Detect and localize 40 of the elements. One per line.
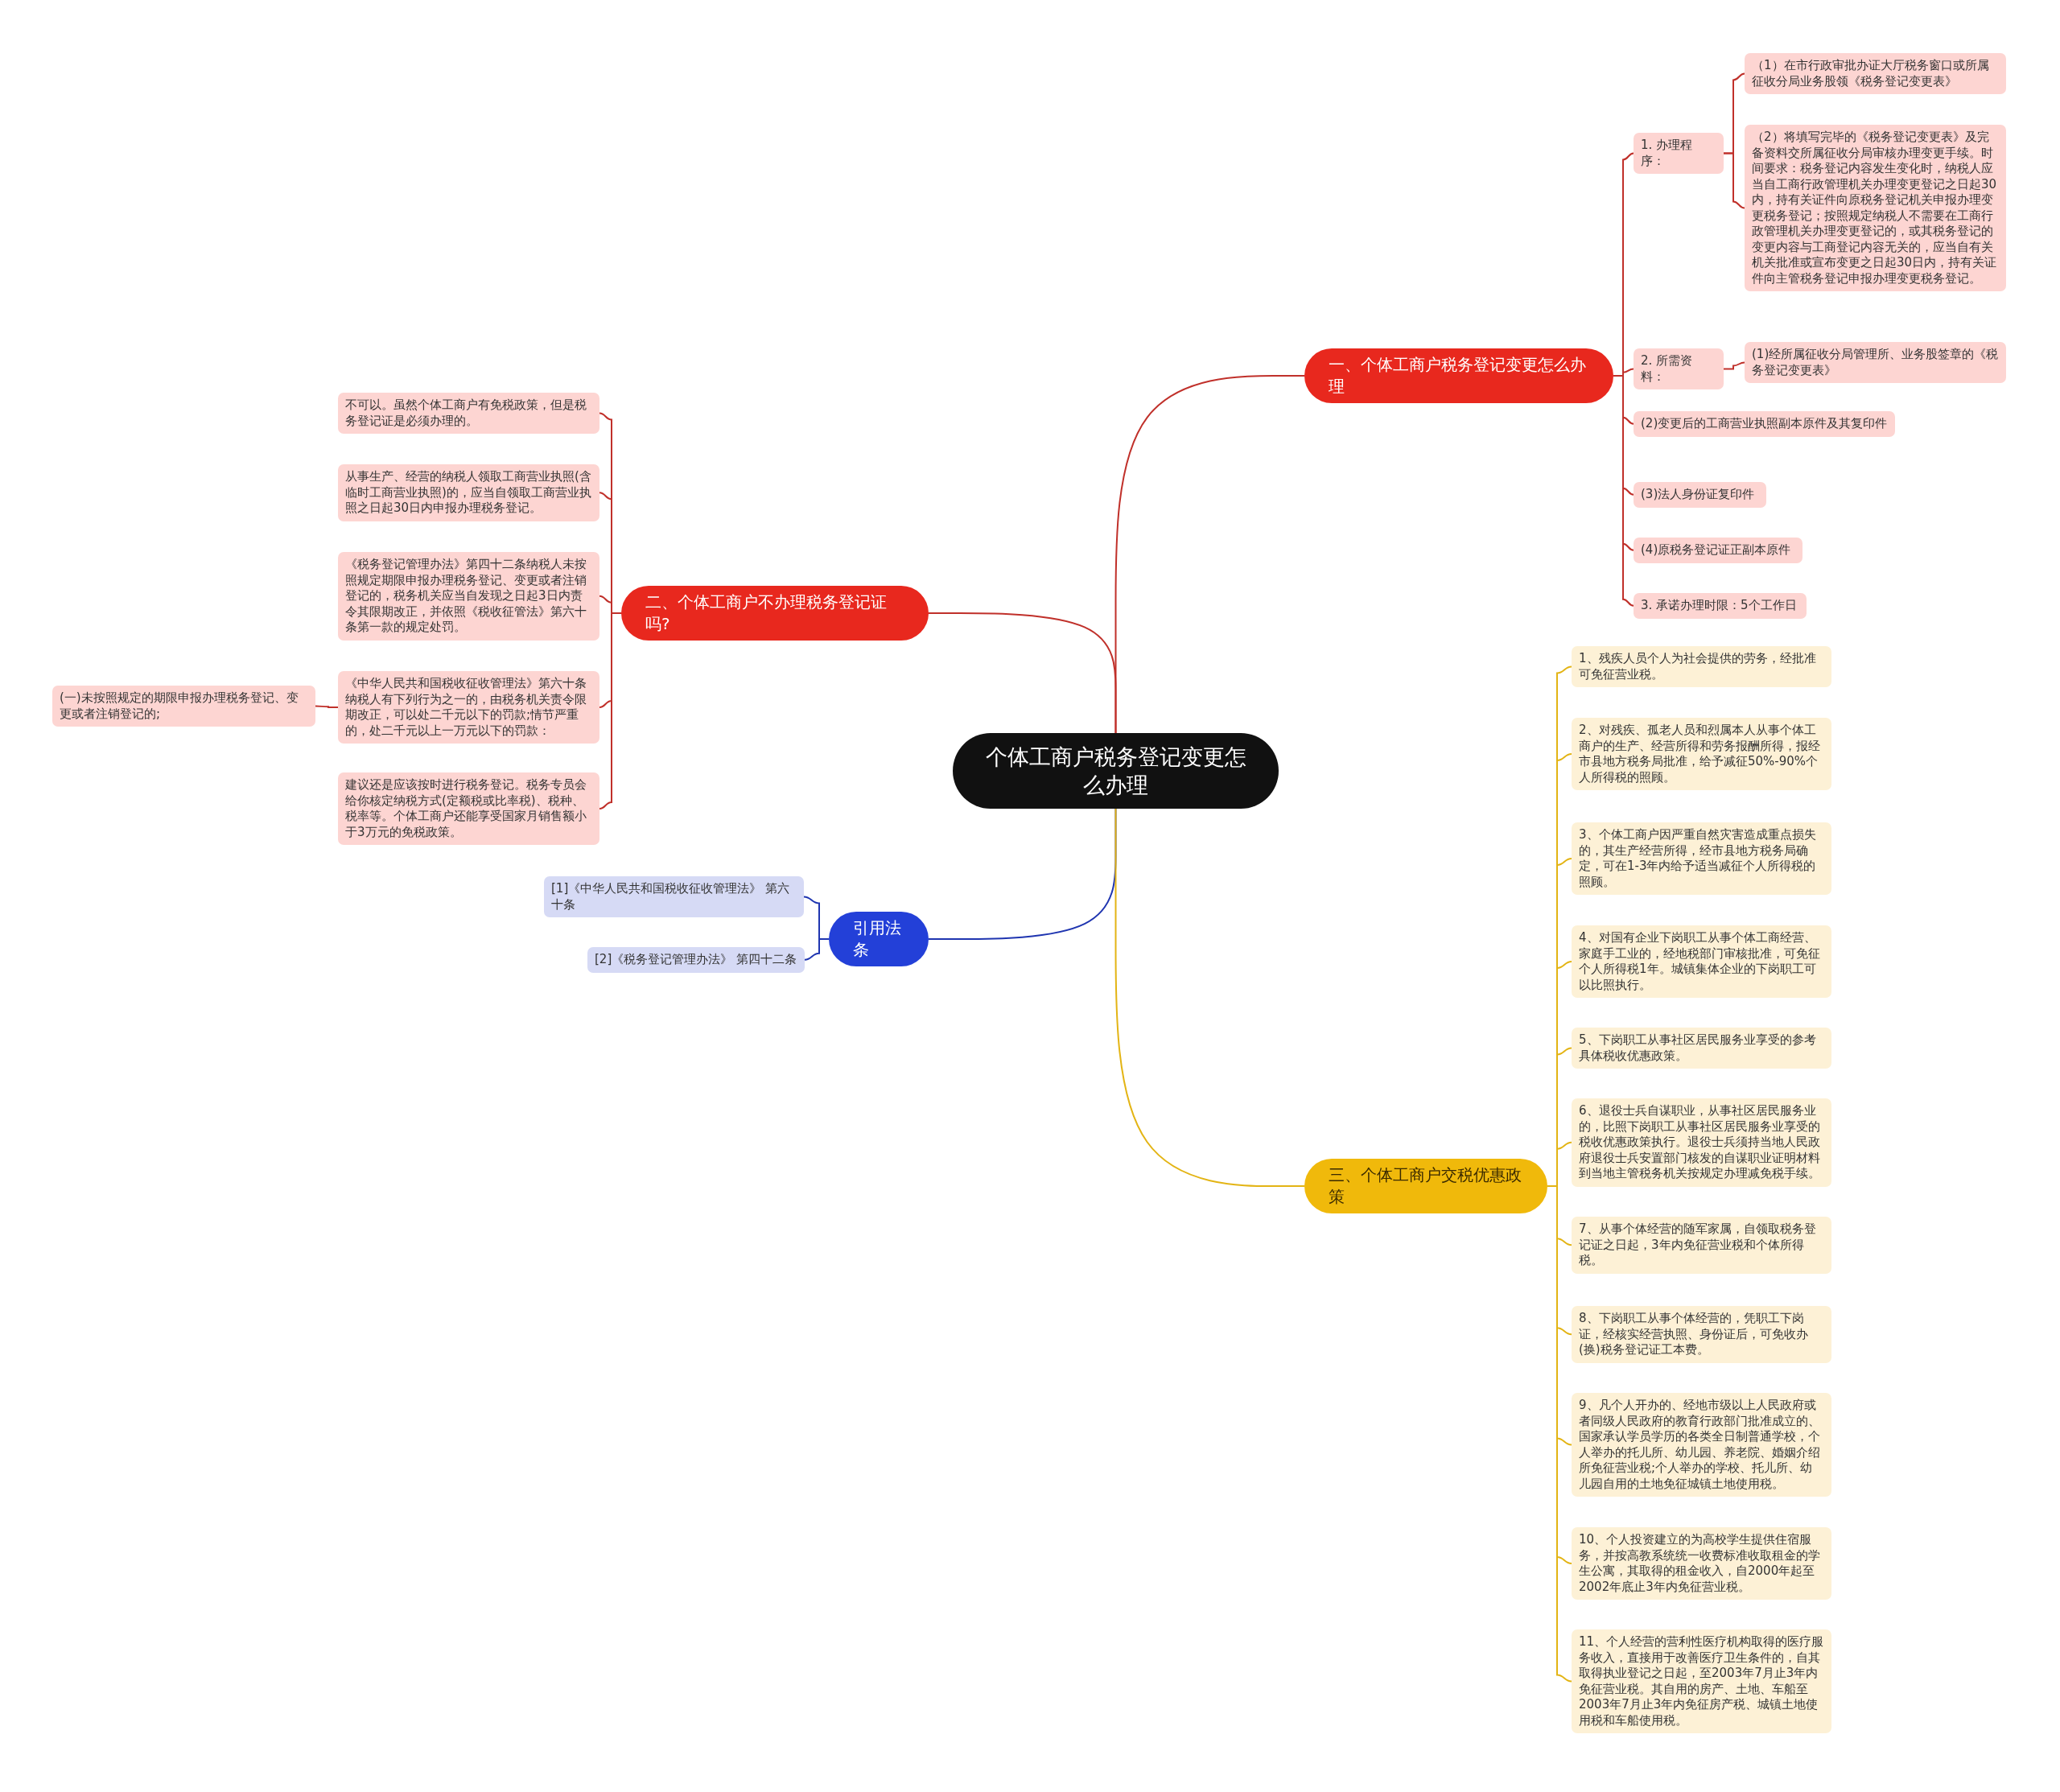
topic-card: (2)变更后的工商营业执照副本原件及其复印件 [1634, 411, 1895, 437]
topic-card: 不可以。虽然个体工商户有免税政策，但是税务登记证是必须办理的。 [338, 393, 599, 434]
topic-card: 3、个体工商户因严重自然灾害造成重点损失的，其生产经营所得，经市县地方税务局确定，可在1-3年内给予适当减征个人所得税的照顾。 [1572, 822, 1831, 895]
connector-line [804, 938, 830, 961]
topic-card: 《税务登记管理办法》第四十二条纳税人未按照规定期限申报办理税务登记、变更或者注销登记的，税务机关应当自发现之日起3日内责令其限期改正，并依照《税收征管法》第六十条第一款的规定处罚。 [338, 552, 599, 641]
connector-line [315, 705, 339, 708]
topic-card: 8、下岗职工从事个体经营的，凭职工下岗证，经核实经营执照、身份证后，可免收办(换)税务登记证工本费。 [1572, 1306, 1831, 1363]
topic-card: (3)法人身份证复印件 [1634, 482, 1766, 508]
topic-card: [2]《税务登记管理办法》 第四十二条 [587, 947, 805, 973]
connector-line [1114, 808, 1305, 1187]
topic-card: 2. 所需资料： [1634, 348, 1724, 389]
topic-card: 从事生产、经营的纳税人领取工商营业执照(含临时工商营业执照)的，应当自领取工商营业执照之日起30日内申报办理税务登记。 [338, 464, 599, 521]
topic-card: 4、对国有企业下岗职工从事个体工商经营、家庭手工业的，经地税部门审核批准，可免征个人所得税1年。城镇集体企业的下岗职工可以比照执行。 [1572, 925, 1831, 998]
topic-card: 9、凡个人开办的、经地市级以上人民政府或者同级人民政府的教育行政部门批准成立的、国家承认学员学历的各类全日制普通学校，个人举办的托儿所、幼儿园、养老院、婚姻介绍所免征营业税;个人举办的学校、托儿所、幼儿园自用的土地免征城镇土地使用税。 [1572, 1393, 1831, 1497]
topic-card: 7、从事个体经营的随军家属，自领取税务登记证之日起，3年内免征营业税和个体所得税。 [1572, 1217, 1831, 1274]
connector-line [1723, 152, 1745, 209]
topic-card: (1)经所属征收分局管理所、业务股签章的《税务登记变更表》 [1745, 342, 2006, 383]
topic-card: （1）在市行政审批办证大厅税务窗口或所属征收分局业务股领《税务登记变更表》 [1745, 53, 2006, 94]
branch-topic: 一、个体工商户税务登记变更怎么办理 [1304, 348, 1613, 403]
topic-card: 6、退役士兵自谋职业，从事社区居民服务业的，比照下岗职工从事社区居民服务业享受的税收优惠政策执行。退役士兵须持当地人民政府退役士兵安置部门核发的自谋职业证明材料到当地主管税务机关按规定办理减免税手续。 [1572, 1098, 1831, 1187]
connector-line [599, 612, 622, 809]
topic-card: 1. 办理程序： [1634, 133, 1724, 174]
branch-topic: 三、个体工商户交税优惠政策 [1304, 1159, 1547, 1213]
central-topic: 个体工商户税务登记变更怎么办理 [953, 733, 1279, 809]
topic-card: (4)原税务登记证正副本原件 [1634, 538, 1802, 563]
topic-card: 10、个人投资建立的为高校学生提供住宿服务，并按高教系统统一收费标准收取租金的学生公寓，其取得的租金收入，自2000年起至2002年底止3年内免征营业税。 [1572, 1527, 1831, 1600]
topic-card: [1]《中华人民共和国税收征收管理法》 第六十条 [544, 876, 804, 917]
branch-topic: 二、个体工商户不办理税务登记证吗? [621, 586, 929, 641]
topic-card: 11、个人经营的营利性医疗机构取得的医疗服务收入，直接用于改善医疗卫生条件的，自其取得执业登记之日起，至2003年7月止3年内免征营业税。其自用的房产、土地、车船至2003年7月止3年内免征房产税、城镇土地使用税和车船使用税。 [1572, 1629, 1831, 1733]
branch-topic: 引用法条 [829, 912, 929, 966]
connector-line [1723, 361, 1745, 370]
topic-card: （2）将填写完毕的《税务登记变更表》及完备资料交所属征收分局审核办理变更手续。时间要求：税务登记内容发生变化时，纳税人应当自工商行政管理机关办理变更登记之日起30内，持有关证件向原税务登记机关申报办理变更税务登记；按照规定纳税人不需要在工商行政管理机关办理变更登记的，或其税务登记的变更内容与工商登记内容无关的，应当自有关机关批准或宣布变更之日起30日内，持有关证件向主管税务登记申报办理变更税务登记。 [1745, 125, 2006, 291]
topic-card: 建议还是应该按时进行税务登记。税务专员会给你核定纳税方式(定额税或比率税)、税种、税率等。个体工商户还能享受国家月销售额小于3万元的免税政策。 [338, 772, 599, 845]
topic-card: 1、残疾人员个人为社会提供的劳务，经批准可免征营业税。 [1572, 646, 1831, 687]
topic-card: (一)未按照规定的期限申报办理税务登记、变更或者注销登记的; [52, 686, 315, 727]
topic-card: 3. 承诺办理时限：5个工作日 [1634, 593, 1807, 619]
topic-card: 《中华人民共和国税收征收管理法》第六十条纳税人有下列行为之一的，由税务机关责令限期改正，可以处二千元以下的罚款;情节严重的，处二千元以上一万元以下的罚款： [338, 671, 599, 744]
connector-line [928, 612, 1117, 734]
topic-card: 5、下岗职工从事社区居民服务业享受的参考具体税收优惠政策。 [1572, 1028, 1831, 1069]
topic-card: 2、对残疾、孤老人员和烈属本人从事个体工商户的生产、经营所得和劳务报酬所得，报经市县地方税务局批准，给予减征50%-90%个人所得税的照顾。 [1572, 718, 1831, 790]
